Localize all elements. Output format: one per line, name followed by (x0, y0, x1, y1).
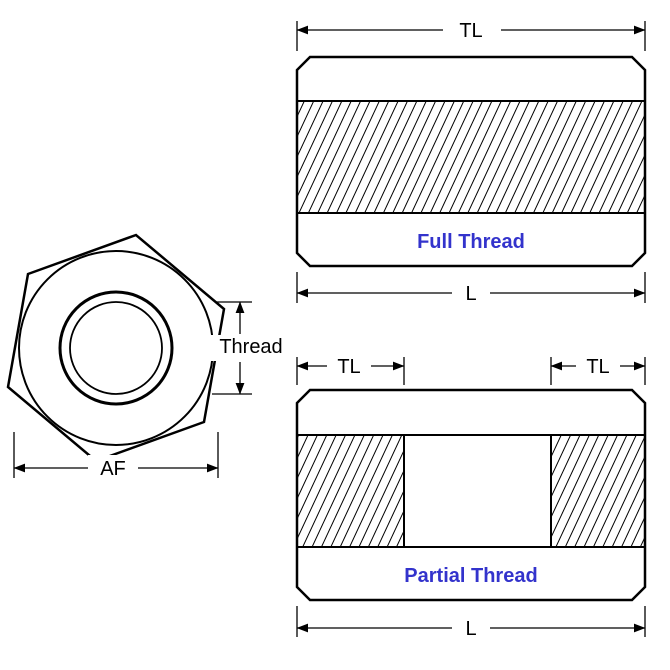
partial-l-dim-label: L (465, 618, 476, 640)
thread-dimension: Thread (209, 301, 293, 395)
af-dim-label: AF (100, 458, 126, 480)
full-thread-view: Full Thread TL L (295, 17, 647, 306)
partial-tl-right-dim-label: TL (586, 356, 609, 378)
partial-thread-hatch-left (297, 435, 404, 547)
partial-tl-left-label-backing (327, 353, 371, 379)
full-view-outline (295, 55, 647, 268)
hex-end-view: Thread AF (6, 233, 293, 481)
partial-length-dimension: L (296, 606, 646, 641)
partial-thread-view: Partial Thread TL TL L (295, 353, 647, 641)
af-dimension: AF (13, 432, 219, 481)
partial-tl-right-label-backing (576, 353, 620, 379)
full-length-dimension: L (296, 272, 646, 306)
thread-dim-label: Thread (219, 336, 282, 358)
hex-outline (6, 233, 226, 463)
full-thread-hatch (297, 101, 645, 213)
full-tl-label-backing (443, 17, 501, 43)
thread-label-backing (209, 335, 293, 361)
partial-tl-right-dimension: TL (550, 353, 646, 385)
full-l-label-backing (452, 280, 490, 306)
partial-tl-left-dimension: TL (296, 353, 405, 385)
chamfer-circle (18, 250, 214, 446)
thread-major-circle (58, 290, 174, 406)
partial-tl-left-dim-label: TL (337, 356, 360, 378)
partial-view-outline (295, 388, 647, 602)
full-tl-dimension: TL (296, 17, 646, 51)
full-tl-dim-label: TL (459, 20, 482, 42)
af-label-backing (88, 455, 138, 481)
partial-l-label-backing (452, 615, 490, 641)
partial-thread-hatch-right (551, 435, 645, 547)
thread-minor-circle (69, 301, 163, 395)
partial-thread-caption: Partial Thread (404, 565, 537, 587)
full-thread-caption: Full Thread (417, 231, 525, 253)
full-l-dim-label: L (465, 283, 476, 305)
